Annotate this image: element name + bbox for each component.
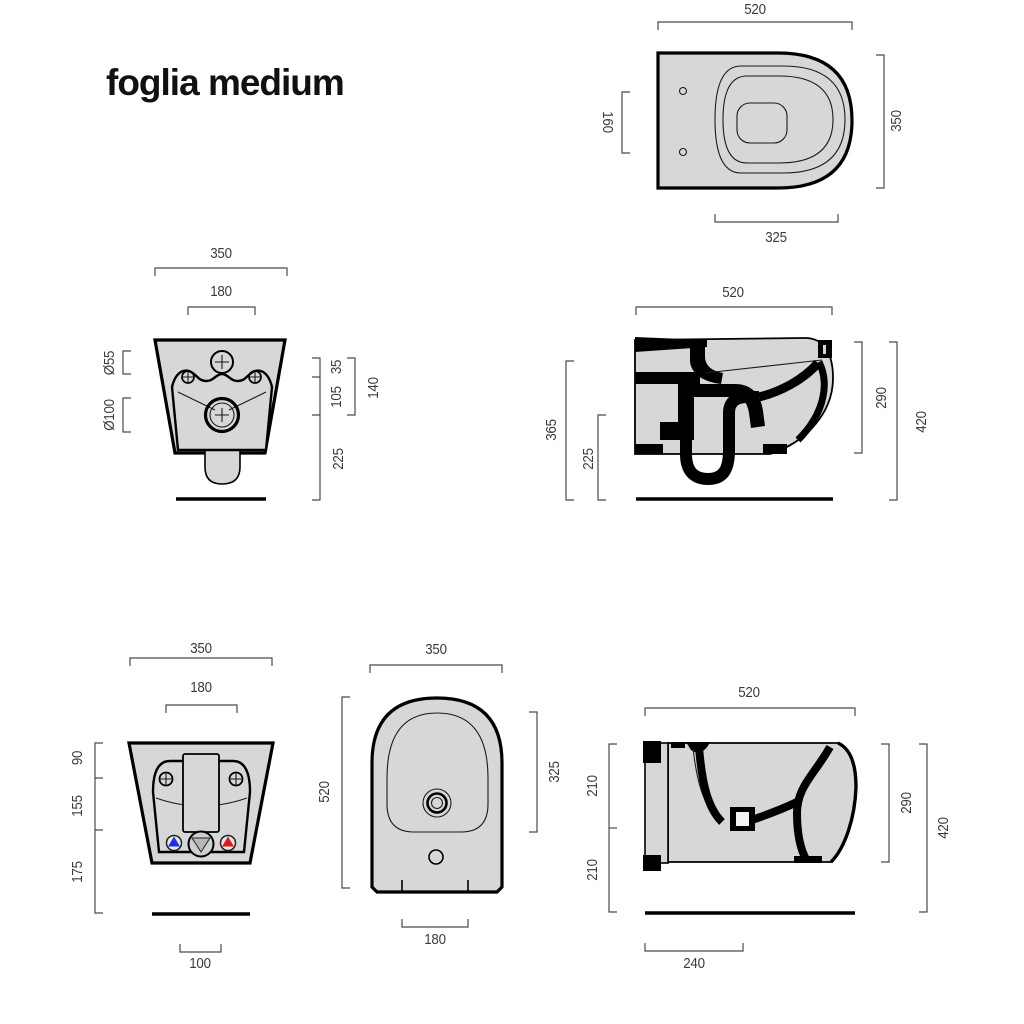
dim-bidet-side-290: 290 [899, 792, 915, 814]
dim-bidet-back-100: 100 [189, 956, 211, 972]
wc-top-dim-brackets [621, 21, 885, 223]
bidet-back-dim-brackets [94, 657, 273, 953]
dim-bidet-side-210-lower: 210 [585, 859, 601, 881]
dim-bidet-top-width: 350 [425, 642, 447, 658]
bidet-side-section-view: 520 210 210 290 420 240 [585, 655, 965, 985]
dim-bidet-back-width: 350 [190, 641, 212, 657]
dim-bidet-top-base: 180 [424, 932, 446, 948]
dim-wc-side-365: 365 [544, 419, 560, 441]
wc-back-view: 350 180 Ø55 Ø100 35 105 140 225 [85, 240, 395, 530]
dim-wc-side-225: 225 [581, 448, 597, 470]
dim-bidet-top-basin: 325 [547, 761, 563, 783]
dim-wc-back-fixing: 180 [210, 284, 232, 300]
wc-side-dim-brackets [565, 306, 898, 501]
bidet-top-dim-brackets [341, 664, 538, 928]
bidet-back-body [127, 741, 275, 916]
dim-bidet-side-420: 420 [936, 817, 952, 839]
bidet-top-body [370, 696, 504, 894]
bidet-side-dim-brackets [608, 707, 928, 952]
dim-bidet-back-90: 90 [70, 750, 86, 766]
wc-back-view-drawing [122, 267, 356, 501]
dim-wc-back-225: 225 [331, 448, 347, 470]
wc-top-body [656, 51, 854, 190]
dim-wc-top-depth: 350 [889, 110, 905, 132]
bidet-side-body [643, 741, 858, 915]
wc-back-body [153, 338, 287, 501]
dim-wc-side-depth: 520 [722, 285, 744, 301]
bidet-back-view: 350 180 90 155 175 100 [60, 630, 370, 980]
wc-top-view-drawing [621, 21, 885, 223]
wc-top-view: 520 350 160 325 [595, 0, 915, 250]
dim-bidet-side-base: 240 [683, 956, 705, 972]
dim-bidet-side-depth: 520 [738, 685, 760, 701]
bidet-top-view: 350 520 325 180 [317, 640, 570, 960]
dim-wc-back-outlet-dia: Ø100 [102, 399, 118, 431]
wc-side-section-view: 520 365 225 290 420 [535, 270, 955, 520]
bidet-top-view-drawing [341, 664, 538, 928]
dim-bidet-side-210-upper: 210 [585, 775, 601, 797]
dim-wc-back-35: 35 [329, 359, 345, 375]
dim-wc-back-105: 105 [329, 386, 345, 408]
bidet-side-view-drawing [608, 707, 928, 952]
wc-back-dim-brackets [122, 267, 356, 501]
wc-side-view-drawing [565, 306, 898, 501]
bidet-back-view-drawing [94, 657, 275, 953]
dim-wc-back-width: 350 [210, 246, 232, 262]
dim-bidet-back-fixing: 180 [190, 680, 212, 696]
dim-wc-side-420: 420 [914, 411, 930, 433]
dim-bidet-back-155: 155 [70, 795, 86, 817]
cold-water-icon [168, 836, 180, 847]
wc-side-body [634, 337, 834, 501]
page-title: foglia medium [106, 62, 345, 103]
dim-wc-side-290: 290 [874, 387, 890, 409]
dim-wc-top-seat: 325 [765, 230, 787, 246]
dim-wc-top-width: 520 [744, 2, 766, 18]
dim-wc-back-inlet-dia: Ø55 [102, 350, 118, 376]
hot-water-icon [222, 836, 234, 847]
dim-wc-top-hinge-spacing: 160 [599, 111, 615, 133]
dim-bidet-back-175: 175 [70, 861, 86, 883]
dim-bidet-top-length: 520 [317, 781, 333, 803]
dim-wc-back-140: 140 [366, 377, 382, 399]
